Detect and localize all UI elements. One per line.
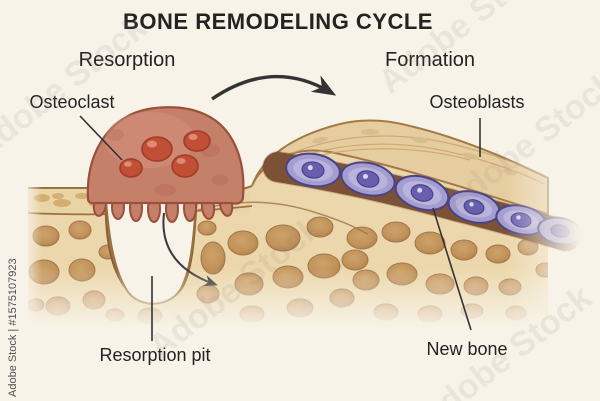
- watermark-side-id: Adobe Stock | #1575107923: [7, 258, 19, 397]
- osteoclast-nuclei: [119, 130, 211, 178]
- osteoblast-cell: [340, 161, 396, 197]
- phase-label-resorption: Resorption: [79, 49, 176, 71]
- osteoblast-cell: [285, 152, 341, 188]
- label-resorption-pit: Resorption pit: [99, 345, 210, 365]
- osteoblast-cell: [394, 174, 450, 212]
- osteoblast-cell: [447, 190, 501, 224]
- nucleus: [183, 130, 211, 152]
- label-osteoblasts: Osteoblasts: [429, 92, 524, 112]
- right-fade: [505, 90, 600, 340]
- osteoclast-leader-line: [79, 115, 123, 161]
- nucleus: [171, 154, 199, 178]
- left-fade: [20, 180, 42, 340]
- nucleus: [141, 136, 173, 162]
- new-bone-leader-line: [432, 207, 472, 331]
- nucleus: [119, 158, 143, 178]
- phase-label-formation: Formation: [385, 49, 475, 71]
- diagram-title: BONE REMODELING CYCLE: [123, 9, 433, 34]
- label-new-bone: New bone: [426, 339, 507, 359]
- cycle-arrow: [211, 74, 337, 101]
- bottom-fade: [0, 268, 600, 338]
- bottom-bg: [0, 334, 600, 401]
- new-bone-flecks: [312, 129, 517, 176]
- label-osteoclast: Osteoclast: [29, 92, 114, 112]
- osteoclast-cell: [86, 106, 245, 223]
- leader-lines: [79, 115, 481, 341]
